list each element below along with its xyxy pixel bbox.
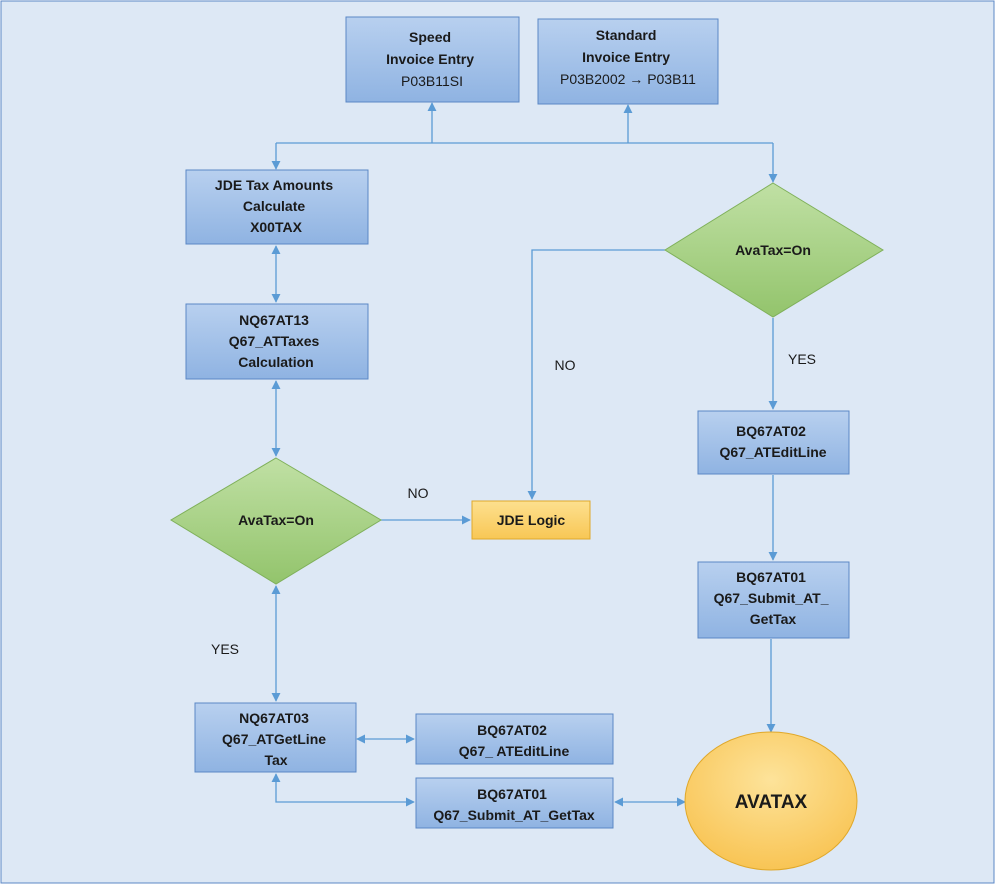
svg-text:NQ67AT13 Q67_ATTaxes: NQ67AT13 Q67_ATTaxes Calculation [229, 312, 323, 370]
svg-text:BQ67AT02 Q67_ ATEditLine: BQ67AT02 Q67_ ATEditLine [459, 722, 570, 759]
avatax-left-label: AvaTax=On [238, 512, 314, 528]
bq67at01-bottom-line1: BQ67AT01 [477, 786, 547, 802]
bq67at01-right-line1: BQ67AT01 [736, 569, 806, 585]
node-nq67at13: NQ67AT13 Q67_ATTaxes Calculation [185, 303, 369, 380]
node-speed-invoice-entry: Speed Invoice Entry P03B11SI [345, 16, 520, 103]
nq67at13-line2: Q67_ATTaxes [229, 333, 320, 349]
nq67at13-line3: Calculation [238, 354, 313, 370]
node-bq67at01-right: BQ67AT01 Q67_Submit_AT_ GetTax [697, 561, 850, 639]
svg-text:BQ67AT01 Q67_Submit_AT_: BQ67AT01 Q67_Submit_AT_ GetTax [714, 569, 833, 627]
node-jde-logic: JDE Logic [471, 500, 591, 540]
node-jde-tax-amounts: JDE Tax Amounts Calculate X00TAX [185, 169, 369, 245]
node-bq67at01-bottom: BQ67AT01 Q67_Submit_AT_GetTax [415, 777, 614, 829]
node-nq67at03: NQ67AT03 Q67_ATGetLine Tax [194, 702, 357, 773]
jde-tax-line1: JDE Tax Amounts [215, 177, 333, 193]
bq67at02-right-line2: Q67_ATEditLine [719, 444, 826, 460]
node-bq67at02-right: BQ67AT02 Q67_ATEditLine [697, 410, 850, 475]
bq67at02-bottom-line2: Q67_ ATEditLine [459, 743, 570, 759]
avatax-ellipse-label: AVATAX [735, 792, 808, 813]
standard-line1: Standard [596, 27, 657, 43]
node-standard-invoice-entry: Standard Invoice Entry P03B2002 → P03B11 [537, 18, 719, 105]
nq67at13-line1: NQ67AT13 [239, 312, 309, 328]
svg-text:NQ67AT03 Q67_ATGetLine: NQ67AT03 Q67_ATGetLine Tax [222, 710, 330, 768]
svg-text:JDE Tax Amounts Calculat: JDE Tax Amounts Calculate X00TAX [215, 177, 337, 235]
edge-avatax-right-jde-logic [527, 249, 665, 500]
standard-line3: P03B2002 → P03B11 [560, 71, 696, 87]
node-bq67at02-bottom: BQ67AT02 Q67_ ATEditLine [415, 713, 614, 765]
svg-text:Speed Invoice Entry: Speed Invoice Entry P03B11SI [386, 29, 478, 89]
edge-label-no-left: NO [408, 485, 429, 501]
jde-tax-line2: Calculate [243, 198, 305, 214]
jde-tax-line3: X00TAX [250, 219, 303, 235]
edge-label-yes-right: YES [788, 351, 816, 367]
decision-avatax-left: AvaTax=On [170, 457, 382, 585]
nq67at03-line2: Q67_ATGetLine [222, 731, 326, 747]
avatax-right-label: AvaTax=On [735, 242, 811, 258]
bq67at02-right-line1: BQ67AT02 [736, 423, 806, 439]
speed-line3: P03B11SI [401, 73, 463, 89]
speed-line2: Invoice Entry [386, 51, 474, 67]
bq67at01-bottom-line2: Q67_Submit_AT_GetTax [433, 807, 595, 823]
svg-text:BQ67AT02 Q67_ATEditLine: BQ67AT02 Q67_ATEditLine [719, 423, 826, 460]
edge-nq67at03-bq67at01 [271, 773, 415, 807]
decision-avatax-right: AvaTax=On [664, 182, 884, 318]
standard-line2: Invoice Entry [582, 49, 670, 65]
svg-text:BQ67AT01 Q67_Submit_AT_G: BQ67AT01 Q67_Submit_AT_GetTax [433, 786, 595, 823]
edge-label-yes-left: YES [211, 641, 239, 657]
connectors [271, 102, 778, 807]
bq67at01-right-line2: Q67_Submit_AT_ [714, 590, 829, 606]
nq67at03-line1: NQ67AT03 [239, 710, 309, 726]
jde-logic-label: JDE Logic [497, 512, 566, 528]
bq67at02-bottom-line1: BQ67AT02 [477, 722, 547, 738]
edge-label-no-right: NO [555, 357, 576, 373]
svg-text:Standard Invoice Entry: Standard Invoice Entry P03B2002 → P03B11 [560, 27, 696, 87]
node-avatax-ellipse: AVATAX [684, 731, 858, 871]
nq67at03-line3: Tax [264, 752, 287, 768]
bq67at01-right-line3: GetTax [750, 611, 797, 627]
speed-line1: Speed [409, 29, 451, 45]
